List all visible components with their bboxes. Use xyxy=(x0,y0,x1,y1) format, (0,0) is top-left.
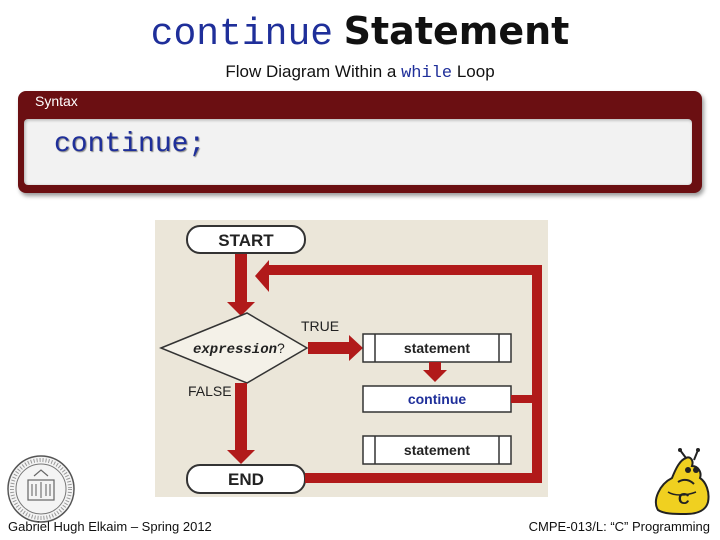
condition-node xyxy=(159,312,309,384)
continue-label: continue xyxy=(408,391,467,407)
syntax-label: Syntax xyxy=(35,93,78,109)
syntax-code-panel: continue; xyxy=(24,119,692,185)
slide-subtitle: Flow Diagram Within a while Loop xyxy=(0,62,720,83)
svg-text:C: C xyxy=(678,491,690,508)
arrowhead-loop xyxy=(255,260,269,292)
subtitle-before: Flow Diagram Within a xyxy=(225,62,397,81)
statement1-label: statement xyxy=(404,340,470,356)
footer-author: Gabriel Hugh Elkaim – Spring 2012 xyxy=(8,519,212,534)
flow-diagram: START expression? TRUE statement continu… xyxy=(155,220,548,497)
condition-suffix: ? xyxy=(277,340,285,356)
syntax-box: Syntax continue; xyxy=(18,91,702,193)
syntax-code: continue; xyxy=(54,129,206,160)
end-label: END xyxy=(228,470,264,489)
slug-mascot-icon: C xyxy=(650,448,718,518)
statement2-node xyxy=(362,435,512,465)
false-label: FALSE xyxy=(188,383,232,399)
arrowhead-start xyxy=(227,302,255,316)
title-code: continue xyxy=(150,13,334,56)
statement2-label: statement xyxy=(404,442,470,458)
title-text: Statement xyxy=(343,9,570,53)
subtitle-code: while xyxy=(401,64,453,83)
subtitle-after: Loop xyxy=(456,62,495,81)
arrowhead-false xyxy=(227,450,255,464)
condition-text: expression? xyxy=(193,340,285,358)
arrowhead-true xyxy=(349,335,363,361)
loop-back-main xyxy=(267,265,542,483)
university-seal-icon xyxy=(6,454,76,524)
condition-expression: expression xyxy=(193,342,277,358)
slide-title: continue Statement xyxy=(0,6,720,60)
flow-diagram-svg: START expression? TRUE statement continu… xyxy=(159,225,542,494)
arrowhead-continue xyxy=(423,370,447,382)
start-label: START xyxy=(218,231,274,250)
continue-node xyxy=(362,385,512,413)
true-label: TRUE xyxy=(301,318,339,334)
start-node xyxy=(186,225,306,254)
footer-course: CMPE-013/L: “C” Programming xyxy=(528,519,710,534)
